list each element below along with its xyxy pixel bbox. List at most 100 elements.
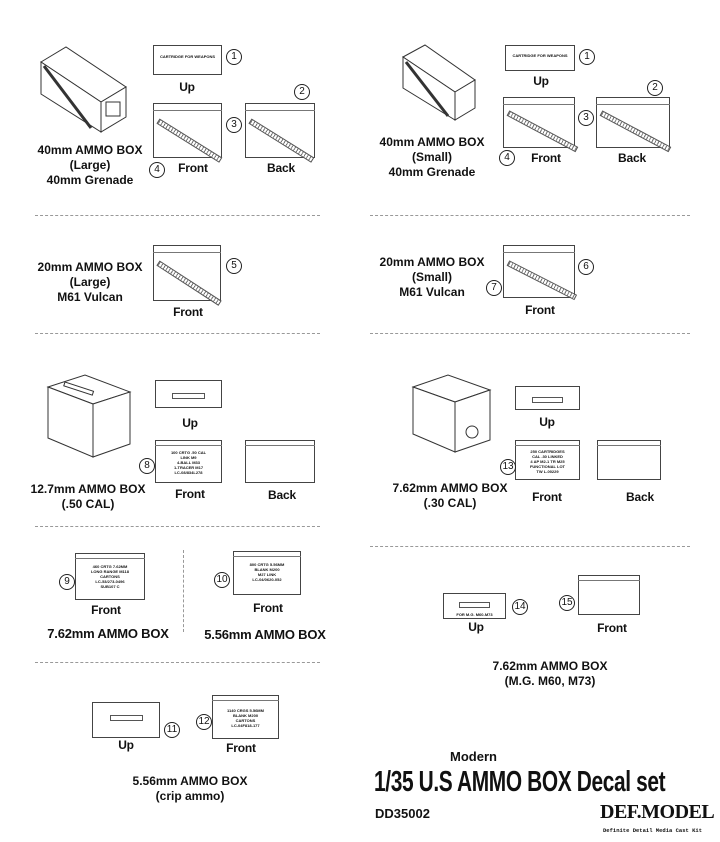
decal-back-view bbox=[596, 97, 672, 153]
divider bbox=[370, 215, 690, 216]
decal-number: 1 bbox=[226, 49, 242, 65]
view-label: Up bbox=[468, 620, 484, 634]
divider bbox=[370, 333, 690, 334]
view-label: Back bbox=[267, 161, 295, 175]
ammo-box-7-62mm-30cal-illustration bbox=[411, 374, 492, 453]
brand-tagline: Definite Detail Media Cast Kit bbox=[603, 827, 703, 834]
view-label: Up bbox=[533, 74, 549, 88]
decal-number: 12 bbox=[196, 714, 212, 730]
decal-number: 13 bbox=[500, 459, 516, 475]
view-label: Back bbox=[268, 488, 296, 502]
decal-up-view: CARTRIDGE FOR WEAPONS bbox=[153, 45, 222, 75]
decal-text: BLANK M200 bbox=[232, 713, 259, 718]
decal-number: 11 bbox=[164, 722, 180, 738]
box-name: 5.56mm AMMO BOX bbox=[132, 774, 248, 788]
box-name: 12.7mm AMMO BOX bbox=[30, 482, 146, 496]
decal-front-view: 800 CRTG 5.56MM BLANK M200 M27 LINK LC-0… bbox=[233, 551, 301, 595]
decal-front-view: 100 CRTG .50 CAL LINK M9 4-BALL M33 1-TR… bbox=[155, 440, 222, 483]
ammo-box-12-7mm-illustration bbox=[46, 374, 132, 458]
divider bbox=[370, 546, 690, 547]
view-label: Front bbox=[226, 741, 256, 755]
box-name: 20mm AMMO BOX bbox=[37, 260, 143, 274]
decal-front-view: 250 CARTRIDGES CAL .30 LINKED 4 AP M2-1 … bbox=[515, 440, 580, 480]
decal-back-view bbox=[245, 103, 315, 163]
section-title: 20mm AMMO BOX (Small) M61 Vulcan bbox=[380, 255, 485, 300]
decal-number: 5 bbox=[226, 258, 242, 274]
decal-text: 4 AP M2-1 TR M25 bbox=[530, 459, 565, 464]
decal-front-view bbox=[153, 245, 222, 306]
decal-text: LC-53/273-0496 bbox=[95, 579, 125, 584]
box-name: 40mm AMMO BOX bbox=[37, 143, 143, 157]
decal-number: 8 bbox=[139, 458, 155, 474]
view-label: Front bbox=[178, 161, 208, 175]
ammo-box-40mm-large-illustration bbox=[40, 46, 127, 133]
decal-up-view bbox=[515, 386, 580, 410]
box-use: M61 Vulcan bbox=[399, 285, 465, 299]
decal-text: CARTRIDGE FOR WEAPONS bbox=[512, 53, 568, 58]
decal-front-view bbox=[153, 103, 223, 163]
divider bbox=[35, 526, 320, 527]
decal-text: LINK M9 bbox=[180, 455, 197, 460]
decal-text: 100 CRTG .50 CAL bbox=[170, 450, 207, 455]
box-name: 7.62mm AMMO BOX bbox=[492, 659, 608, 673]
box-use: 40mm Grenade bbox=[46, 173, 134, 187]
decal-number: 9 bbox=[59, 574, 75, 590]
decal-text: BLANK M200 bbox=[254, 567, 280, 572]
decal-number: 10 bbox=[214, 572, 230, 588]
decal-text: 460 CRTG 7.62MM bbox=[92, 564, 128, 569]
decal-number: 7 bbox=[486, 280, 502, 296]
decal-text: LC-08/834L278 bbox=[174, 470, 203, 475]
box-name: 20mm AMMO BOX bbox=[379, 255, 485, 269]
section-title: 7.62mm AMMO BOX (M.G. M60, M73) bbox=[493, 659, 608, 689]
box-variant: (Small) bbox=[411, 270, 452, 284]
product-code: DD35002 bbox=[375, 806, 430, 821]
decal-text: CARTRIDGE FOR WEAPONS bbox=[159, 54, 216, 59]
decal-number: 3 bbox=[226, 117, 242, 133]
section-title: 40mm AMMO BOX (Large) 40mm Grenade bbox=[38, 143, 143, 188]
box-name: 7.62mm AMMO BOX bbox=[392, 481, 508, 495]
decal-text: 1-TRACER M17 bbox=[173, 465, 204, 470]
decal-text: M27 LINK bbox=[257, 572, 277, 577]
box-variant: (M.G. M60, M73) bbox=[504, 674, 596, 688]
box-name: 40mm AMMO BOX bbox=[379, 135, 485, 149]
view-label: Up bbox=[182, 416, 198, 430]
page-title: 1/35 U.S AMMO BOX Decal set bbox=[374, 766, 666, 798]
divider bbox=[35, 333, 320, 334]
view-label: Front bbox=[525, 303, 555, 317]
view-label: Back bbox=[618, 151, 646, 165]
box-variant: (Large) bbox=[69, 158, 111, 172]
decal-text: LC-04/0620-052 bbox=[252, 577, 282, 582]
decal-text: CAL .30 LINKED bbox=[532, 454, 563, 459]
view-label: Up bbox=[118, 738, 134, 752]
decal-front-view bbox=[503, 245, 578, 301]
box-use: M61 Vulcan bbox=[57, 290, 123, 304]
decal-front-view: 460 CRTG 7.62MM LONG RANGE M118 CARTONS … bbox=[75, 553, 145, 600]
box-use: 40mm Grenade bbox=[388, 165, 476, 179]
divider bbox=[35, 215, 320, 216]
decal-text: TW L-00229 bbox=[536, 469, 559, 474]
decal-number: 4 bbox=[149, 162, 165, 178]
decal-text: 4-BALL M33 bbox=[176, 460, 201, 465]
view-label: Up bbox=[179, 80, 195, 94]
decal-number: 15 bbox=[559, 595, 575, 611]
decal-up-view bbox=[155, 380, 222, 408]
box-variant: (Large) bbox=[69, 275, 111, 289]
decal-text: 1140 CRGS 5.56MM bbox=[227, 708, 264, 713]
ammo-box-40mm-small-illustration bbox=[402, 44, 476, 121]
decal-number: 14 bbox=[512, 599, 528, 615]
decal-text: LC-04F818-177 bbox=[231, 723, 260, 728]
view-label: Front bbox=[531, 151, 561, 165]
section-title: 40mm AMMO BOX (Small) 40mm Grenade bbox=[380, 135, 485, 180]
view-label: Back bbox=[626, 490, 654, 504]
decal-back-view bbox=[597, 440, 661, 480]
decal-text: LONG RANGE M118 bbox=[90, 569, 129, 574]
box-name: 5.56mm AMMO BOX bbox=[204, 627, 326, 642]
view-label: Up bbox=[539, 415, 555, 429]
section-title: 20mm AMMO BOX (Large) M61 Vulcan bbox=[38, 260, 143, 305]
subtitle: Modern bbox=[450, 749, 497, 764]
decal-text: 250 CARTRIDGES bbox=[530, 449, 565, 454]
decal-number: 3 bbox=[578, 110, 594, 126]
brand-logo: DEF.MODEL bbox=[600, 801, 715, 823]
section-title: 5.56mm AMMO BOX (crip ammo) bbox=[133, 774, 248, 804]
